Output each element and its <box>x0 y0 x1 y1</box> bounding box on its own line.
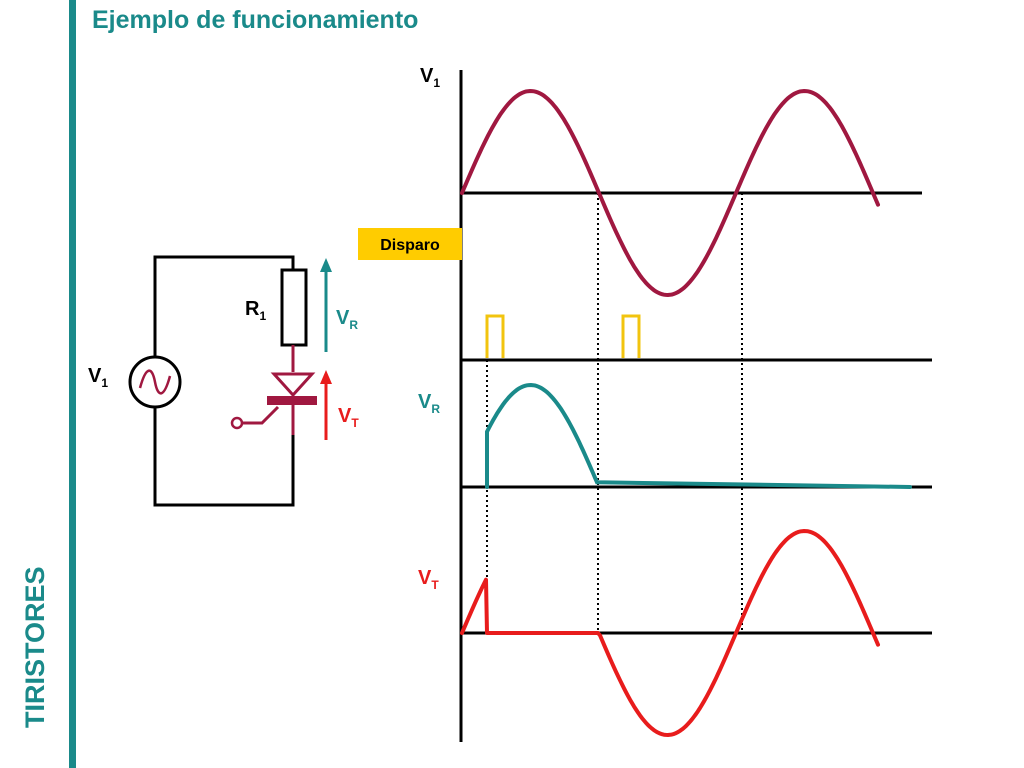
vr-arrow <box>320 258 332 352</box>
resistor-label: R1 <box>245 298 266 323</box>
v1-wave-label: V1 <box>420 65 440 90</box>
trigger-pulse-2 <box>621 314 641 358</box>
waveform-axes <box>459 70 932 742</box>
vr-waveform <box>485 382 912 489</box>
disparo-label: Disparo <box>380 237 440 254</box>
v1-waveform <box>460 88 880 298</box>
vt-waveform <box>460 529 880 737</box>
timing-guides <box>486 193 743 633</box>
trigger-pulses <box>485 314 641 358</box>
side-accent-bar <box>69 0 76 768</box>
disparo-label-box: Disparo <box>358 228 462 260</box>
circuit-wire-return <box>153 407 295 507</box>
trigger-pulse-1 <box>485 314 505 358</box>
thyristor-icon <box>230 372 317 435</box>
circuit-wire-loop <box>153 255 295 357</box>
resistor-r1 <box>280 268 308 347</box>
vt-arrow <box>320 370 332 440</box>
vr-circuit-label: VR <box>336 307 358 332</box>
page-title: Ejemplo de funcionamiento <box>92 6 419 34</box>
ac-source-icon <box>128 355 182 409</box>
source-label: V1 <box>88 365 108 390</box>
circuit-schematic: V1 R1 VR VT <box>88 255 359 507</box>
vt-wave-label: VT <box>418 567 439 592</box>
vt-circuit-label: VT <box>338 405 359 430</box>
vr-wave-label: VR <box>418 391 440 416</box>
